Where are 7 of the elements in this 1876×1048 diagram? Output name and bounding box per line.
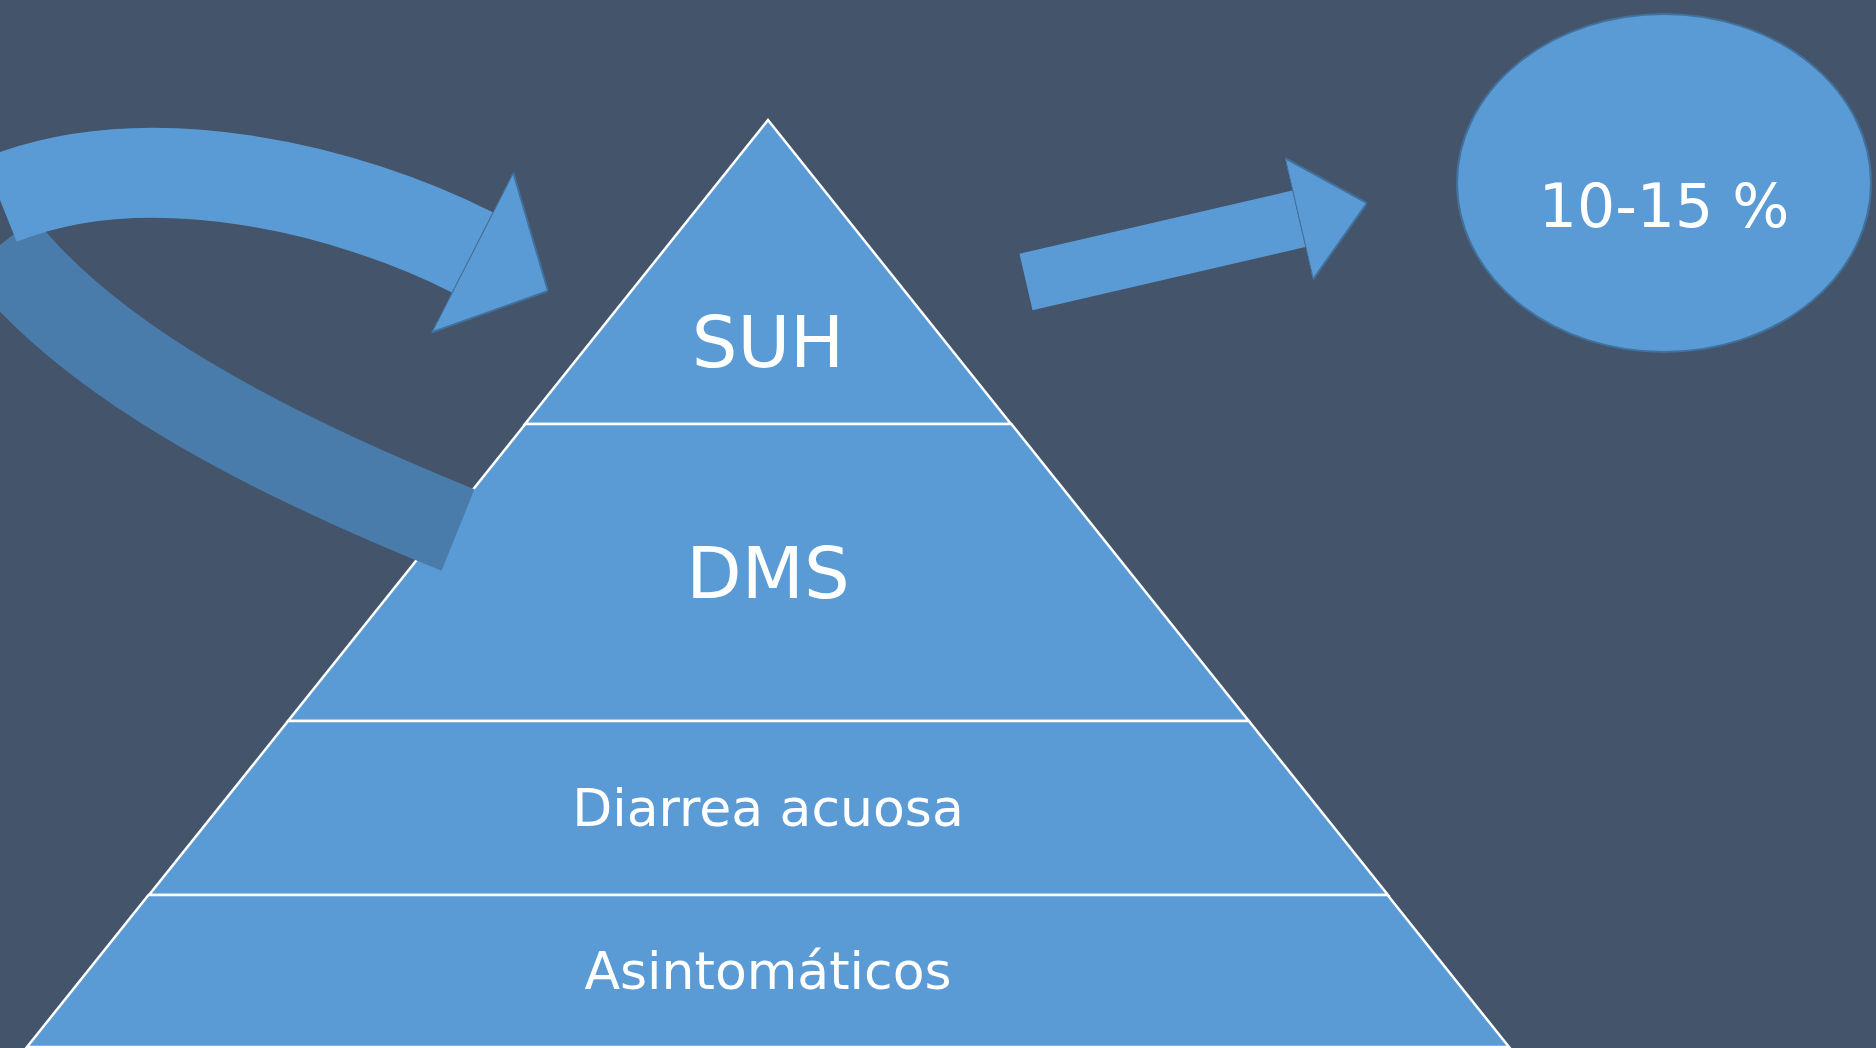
layer-label: DMS (686, 530, 850, 615)
layer-label: Asintomáticos (584, 941, 952, 1001)
percentage-label: 10-15 % (1538, 170, 1790, 241)
block-arrow (1019, 156, 1368, 311)
block-arrow (0, 128, 551, 335)
layer-label: Diarrea acuosa (572, 778, 964, 838)
layer-label: SUH (691, 300, 845, 384)
